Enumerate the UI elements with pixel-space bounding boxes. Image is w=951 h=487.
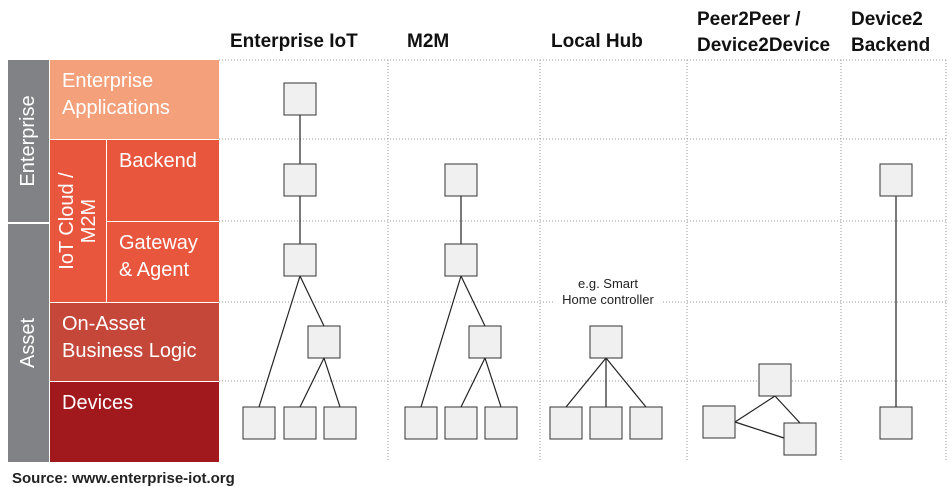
group-bar-asset [8, 224, 49, 462]
node-hub-device-2 [589, 406, 623, 440]
column-header-enterprise-iot: Enterprise IoT [230, 31, 358, 52]
layer-enterprise-applications: Enterprise Applications [50, 60, 219, 139]
grid-lines [219, 59, 947, 462]
column-header-peer2peer: Peer2Peer / Device2Device [697, 9, 831, 56]
node-eiot-on-asset [307, 325, 341, 359]
column-header-m2m: M2M [407, 31, 450, 52]
layer-iot-cloud-group [50, 140, 106, 302]
node-m2m-device-1 [404, 406, 438, 440]
node-m2m-on-asset [468, 325, 502, 359]
node-eiot-enterprise-app [283, 82, 317, 116]
node-d2b-device [879, 406, 913, 440]
layer-gateway-agent: Gateway & Agent [107, 222, 219, 302]
node-m2m-device-2 [444, 406, 478, 440]
node-hub-controller [589, 325, 623, 359]
node-p2p-device-left [702, 405, 736, 439]
node-eiot-device-2 [283, 406, 317, 440]
connector-lines [258, 115, 897, 439]
node-p2p-device-right [783, 422, 817, 456]
annotation-smart-home: e.g. Smart Home controller [553, 276, 663, 308]
column-header-local-hub: Local Hub [551, 31, 643, 52]
layer-on-asset-business-logic: On-Asset Business Logic [50, 303, 219, 381]
layer-devices: Devices [50, 382, 219, 462]
node-eiot-device-3 [323, 406, 357, 440]
node-m2m-gateway [444, 243, 478, 277]
node-hub-device-3 [629, 406, 663, 440]
source-caption: Source: www.enterprise-iot.org [12, 470, 235, 487]
layer-backend: Backend [107, 140, 219, 221]
node-eiot-device-1 [242, 406, 276, 440]
node-m2m-device-3 [484, 406, 518, 440]
group-bar-enterprise [8, 60, 49, 222]
node-d2b-backend [879, 163, 913, 197]
node-hub-device-1 [549, 406, 583, 440]
nodes [242, 82, 913, 456]
node-eiot-gateway [283, 243, 317, 277]
node-eiot-backend [283, 163, 317, 197]
node-m2m-backend [444, 163, 478, 197]
column-header-device2backend: Device2 Backend [851, 9, 931, 56]
node-p2p-device-top [758, 363, 792, 397]
